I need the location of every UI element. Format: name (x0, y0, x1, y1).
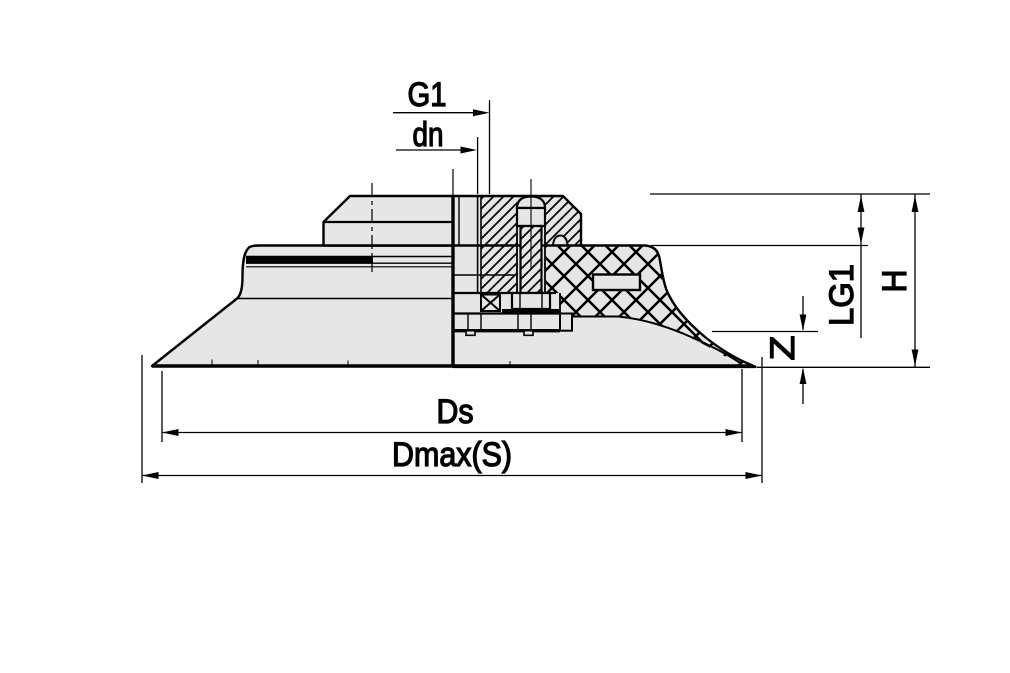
dim-label-lg1: LG1 (823, 264, 861, 326)
dim-label-h: H (876, 270, 914, 293)
vacuum-slot (591, 273, 642, 292)
dimension-z: Z (763, 296, 807, 404)
cup-cone-profile (150, 244, 455, 368)
dim-label-dmax: Dmax(S) (392, 436, 512, 474)
dimension-g1: G1 (393, 75, 491, 194)
seal-band (246, 256, 373, 264)
arrowhead (911, 195, 919, 212)
dim-label-z: Z (764, 336, 802, 361)
dimension-ds: Ds (161, 369, 743, 442)
dimension-dn: dn (396, 115, 479, 194)
arrowhead (745, 472, 762, 479)
inner-ceiling-curve (572, 315, 743, 365)
arrowhead (460, 146, 477, 154)
left-half-view (150, 183, 455, 368)
arrowhead (473, 109, 490, 117)
arrowhead (142, 472, 159, 479)
fitting-hex-block (322, 194, 455, 247)
dim-label-ds: Ds (437, 393, 474, 431)
dimension-h: H (875, 194, 919, 368)
crosshatch-block (480, 293, 501, 312)
arrowhead (799, 367, 807, 384)
hex-nut (510, 291, 552, 311)
dimensions: G1 dn LG1 H (141, 75, 930, 483)
washer (502, 309, 560, 314)
support-foot-box (559, 312, 573, 332)
arrowhead (162, 429, 179, 436)
arrowhead (857, 227, 865, 244)
rubber-nub (551, 234, 569, 247)
arrowhead (799, 314, 807, 331)
arrowhead (725, 429, 742, 436)
screw (515, 179, 547, 295)
dimension-dmax: Dmax(S) (141, 355, 763, 483)
dimension-lg1: LG1 (822, 194, 865, 338)
foot-right (523, 329, 534, 337)
arrowhead (857, 195, 865, 212)
metal-insert-hatch (481, 196, 581, 293)
arrowhead (911, 349, 919, 366)
foot-left (465, 329, 476, 337)
dim-label-g1: G1 (408, 76, 447, 114)
dim-label-dn: dn (413, 116, 444, 154)
right-half-section (152, 179, 757, 369)
